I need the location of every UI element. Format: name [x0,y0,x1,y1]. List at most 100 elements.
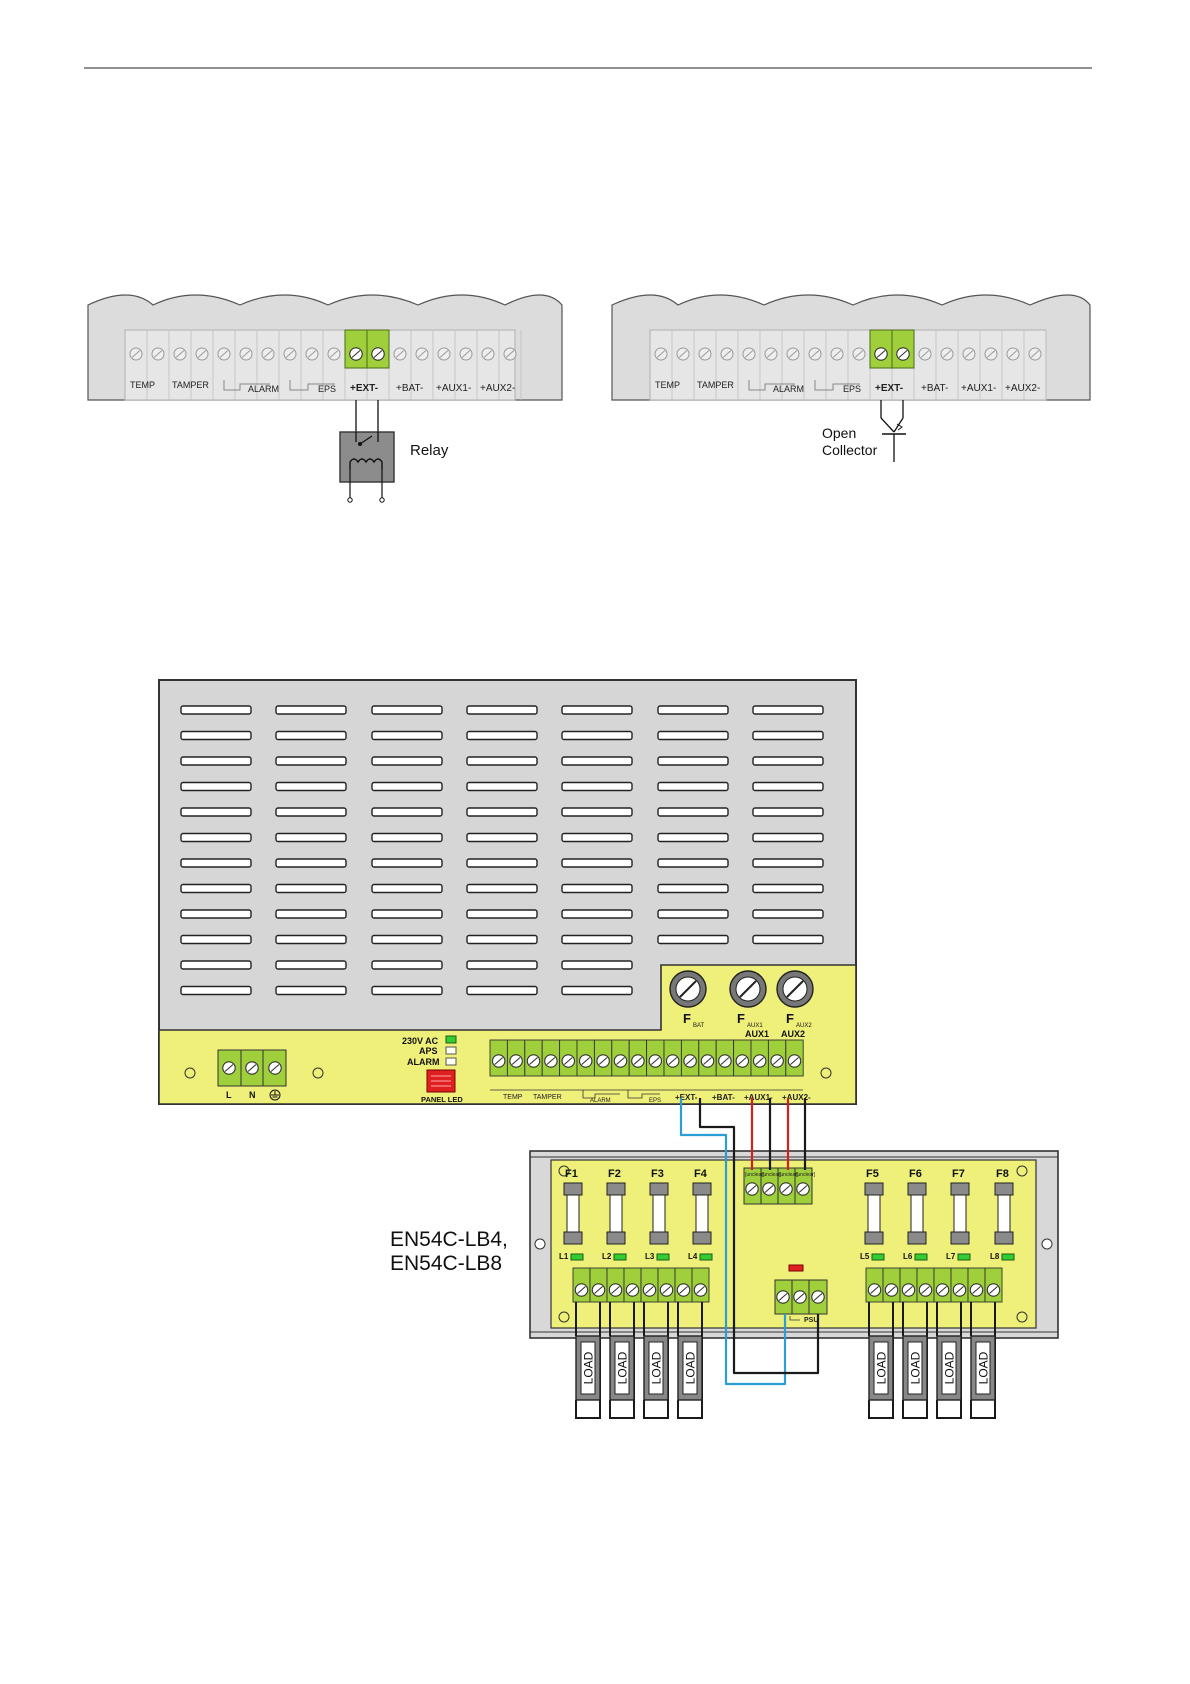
psu-term-label-aux2: +AUX2- [782,1093,811,1102]
vent-slot [466,985,538,996]
terminal-screw [1006,347,1020,361]
module-psu-terminal: PSU [774,1264,828,1324]
vent-slot [561,883,633,894]
vent-slot [371,934,443,945]
terminal-screw [503,347,517,361]
vent-slot [180,960,252,970]
terminal-screw [173,347,187,361]
term-label-tamper: TAMPER [172,380,209,390]
aux2-led-label: AUX2 [781,1029,805,1039]
terminal-screw [261,347,275,361]
module-model-label-line1: EN54C-LB4, [390,1228,508,1251]
fuse-label-7: F7 [952,1168,965,1180]
vent-slot [275,756,347,766]
vent-slot [371,909,443,919]
terminal-screw [867,1283,882,1297]
fuse-aux2-main: F [786,1011,794,1026]
fuse-bat-main: F [683,1011,691,1026]
load-label: LOAD [977,1351,991,1384]
load-label: LOAD [616,1351,630,1384]
terminal-screw [459,347,473,361]
terminal-screw [698,347,712,361]
fuse-holder [692,1231,712,1245]
vent-slot [657,756,729,766]
led-8 [1001,1253,1015,1261]
led-label-4: L4 [688,1252,698,1261]
vent-slot [371,807,443,817]
fuse-label-2: F2 [608,1168,621,1180]
vent-slot [657,883,729,894]
led-1 [570,1253,584,1261]
module-input-terminal: [unclear] [unclear] [unclear] [unclear] [743,1167,816,1205]
diagram-relay: TEMP TAMPER ALARM EPS +EXT- +BAT- +AUX1-… [87,294,563,503]
fuse-label-3: F3 [651,1168,664,1180]
term-label-ext: +EXT- [875,383,903,394]
terminal-screw [852,347,866,361]
fuse-body [652,1194,666,1233]
led-4 [699,1253,713,1261]
vent-slot [561,934,633,945]
fuse-aux2: F AUX2 [776,970,814,1029]
vent-slot [561,807,633,817]
mains-n-label: N [249,1090,256,1100]
led-5 [871,1253,885,1261]
term-label-bat: +BAT- [921,383,948,394]
wiring [679,1098,820,1386]
term-label-eps: EPS [843,384,861,394]
vent-slot [371,705,443,715]
vent-slot [466,730,538,741]
vent-slot [180,909,252,919]
led-label-5: L5 [860,1252,870,1261]
vent-slot [180,934,252,945]
terminal-screw [625,1283,640,1297]
vent-slot [275,705,347,715]
terminal-screw [952,1283,967,1297]
mount-hole [820,1067,832,1079]
mains-terminal: L N [217,1049,287,1101]
open-collector-label-line1: Open [822,425,856,441]
fuse-holder [907,1231,927,1245]
fuse-aux1-main: F [737,1011,745,1026]
ext-terminal-highlight [344,329,390,369]
status-led-label-230v: 230V AC [402,1036,439,1046]
fuse-aux2-sub: AUX2 [796,1023,812,1029]
terminal-screw [720,347,734,361]
mount-hole [184,1067,196,1079]
vent-slot [180,883,252,894]
terminal-screw [969,1283,984,1297]
vent-slot [180,985,252,996]
psu-term-label-bat: +BAT- [712,1093,735,1102]
vent-slot [371,960,443,970]
term-label-aux2: +AUX2- [480,383,515,394]
terminal-screw [935,1283,950,1297]
vent-slot [180,756,252,766]
terminal-screw [654,347,668,361]
vent-slot [657,858,729,868]
status-led-label-alarm: ALARM [407,1057,440,1067]
vent-slot [275,985,347,996]
led-label-2: L2 [602,1252,612,1261]
terminal-strip [124,329,522,401]
load-label: LOAD [684,1351,698,1384]
psu-unit: F BAT F AUX1 F AUX2 AUX1 AUX2 [158,679,857,1105]
vent-slot [561,756,633,766]
psu-term-label-tamper: TAMPER [533,1094,562,1101]
vent-slot [466,807,538,817]
fuse-bat-sub: BAT [693,1023,705,1029]
fuse-holder [606,1182,626,1196]
vent-slot [752,807,824,817]
vent-slot [752,858,824,868]
vent-slot [657,934,729,945]
fuse-label-6: F6 [909,1168,922,1180]
terminal-screw [986,1283,1001,1297]
vent-slot [466,832,538,843]
load-label: LOAD [875,1351,889,1384]
fuse-holder [950,1231,970,1245]
term-label-alarm: ALARM [248,384,279,394]
vent-slot [561,730,633,741]
vent-slot [371,832,443,843]
vent-slot [657,705,729,715]
module-psu-led [788,1264,804,1272]
terminal-screw [129,347,143,361]
status-led-230v [445,1035,457,1044]
